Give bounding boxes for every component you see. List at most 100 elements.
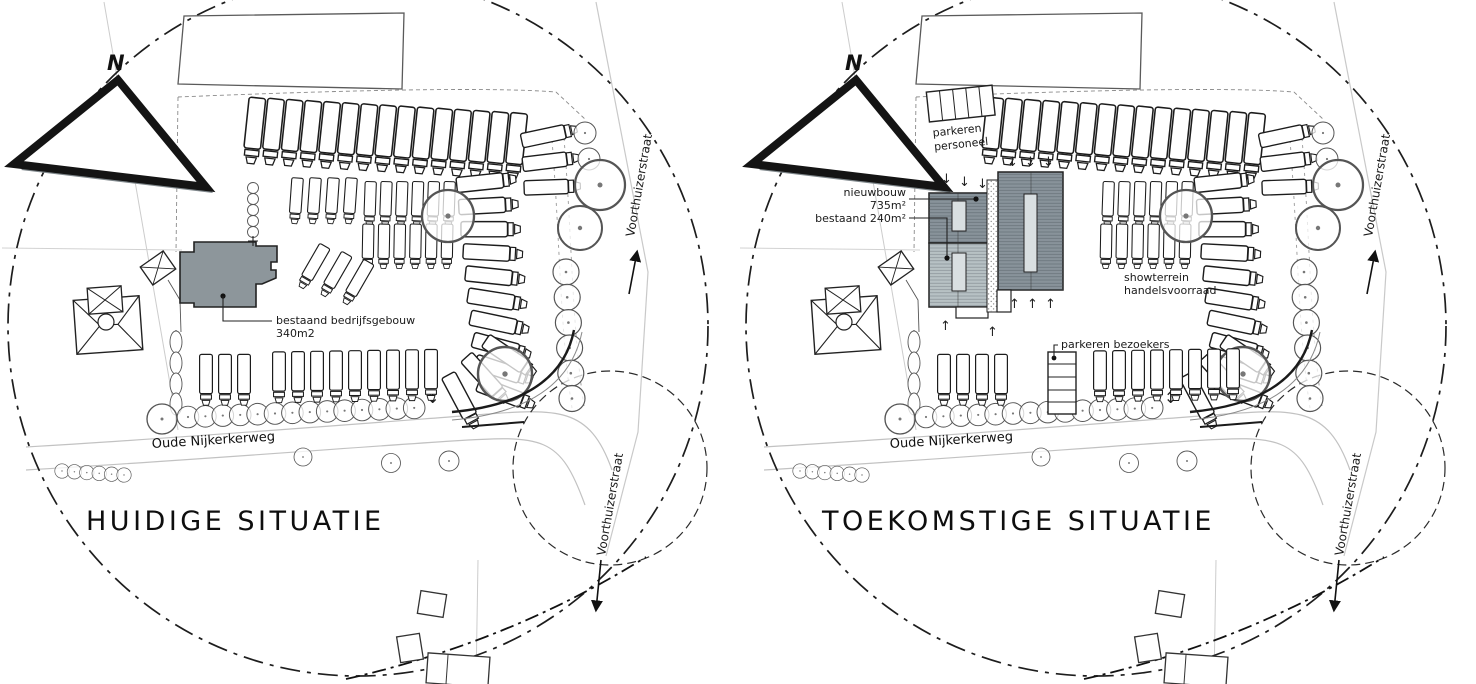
show-area-label-line1: showterrein [1124,271,1189,284]
road-label: Oude Nijkerkerweg [151,429,275,452]
parking-strip [925,84,996,123]
caravan [464,265,527,288]
down-arrow-icon: ↓ [959,175,970,190]
leader-line [1053,344,1058,358]
caravan [1206,348,1222,401]
shrub [247,204,259,216]
corner-curb [451,329,576,414]
shrub [247,215,259,227]
caravan [424,348,438,401]
caravan [405,349,419,402]
link-strip-texture [987,180,998,312]
street-label-upper: Voorthuizerstraat [623,133,655,238]
right-panel-layer: parkeren personeel ↓ ↓ ↓ ↓ ↓ ↓ ↑ [815,84,1241,537]
bush [169,330,183,354]
panel-common-layer: N [1,0,709,684]
shrub [247,182,259,194]
down-arrow-icon: ↓ [1025,155,1036,170]
existing-part-label: bestaand 240m² [815,212,906,225]
left-panel-layer: bestaand bedrijfsgebouw 340m2 HUIDIGE SI… [86,177,438,537]
caravan [329,350,343,403]
caravan [1149,349,1165,402]
caravan-row-bottom-2 [272,348,438,404]
neighbor-outbuilding [86,285,124,315]
tree [573,121,597,145]
caravan [272,351,286,404]
rooflight [951,200,967,232]
new-building-label-line2: 735m² [870,199,906,212]
building-step [955,306,989,319]
small-building [425,652,491,684]
tree [438,450,460,472]
north-label: N [107,51,125,75]
caravan [466,287,529,313]
caravan [523,178,582,196]
tree [381,453,401,473]
tree [553,283,581,311]
leader-dot [973,196,979,202]
caravan [237,353,251,406]
caravan-row-bottom-1 [936,353,1009,406]
corner-curb-outer [451,331,583,421]
caravan [377,223,391,270]
tree [552,258,580,286]
tree [116,467,132,483]
cadastral-line [1,247,183,251]
down-arrow-icon: ↓ [1043,155,1054,170]
caravan [218,353,232,406]
detail-circle [512,370,708,566]
caravan [199,353,213,406]
caravan [408,223,422,270]
traffic-arrow-down [590,559,603,613]
small-building [395,632,425,664]
staff-parking: parkeren personeel [925,84,996,154]
tree-large [420,188,476,244]
road-edge-upper [25,411,613,471]
tree-large [146,403,178,435]
right-panel-title: TOEKOMSTIGE SITUATIE [821,506,1215,537]
caravan [386,349,400,402]
tree [557,359,585,387]
up-arrow-icon: ↑ [1009,297,1020,312]
caravan-group-a [288,177,358,225]
traffic-arrow-up [628,249,642,295]
caravan [1168,349,1184,402]
down-arrow-icon: ↓ [1007,155,1018,170]
down-arrow-icon: ↓ [941,172,952,187]
caravan [324,177,340,225]
bush [169,351,183,375]
caravan [394,180,409,227]
caravan [455,170,518,194]
street-edge-line [595,1,649,557]
parking-dividers [1048,363,1076,403]
tree [558,384,586,413]
up-arrow-icon: ↑ [987,325,998,340]
fence-line [167,279,182,333]
building-step [996,289,1012,313]
new-building-complex [928,171,1064,319]
caravan [1187,348,1203,401]
caravan [363,180,377,227]
tree-column-right [552,258,586,413]
caravan-row-top [241,96,529,181]
parking-dividers [938,86,983,121]
up-arrow-icon: ↑ [1045,297,1056,312]
left-panel-title: HUIDIGE SITUATIE [86,506,385,537]
existing-building-label-line2: 340m2 [276,327,315,340]
caravan [367,349,381,402]
north-arrow-triangle [4,74,216,193]
caravan [974,353,990,406]
staff-parking-label-line2: personeel [933,135,988,154]
caravan [521,149,581,173]
leader-dot [944,255,950,261]
caravan [462,242,524,263]
leader-line [909,217,948,258]
caravan [348,350,362,403]
boundary-arc [345,556,647,680]
small-building [416,589,448,619]
tree-cluster [54,463,132,483]
leader-line [222,296,272,322]
caravan [306,177,322,225]
rooflight [951,252,967,292]
